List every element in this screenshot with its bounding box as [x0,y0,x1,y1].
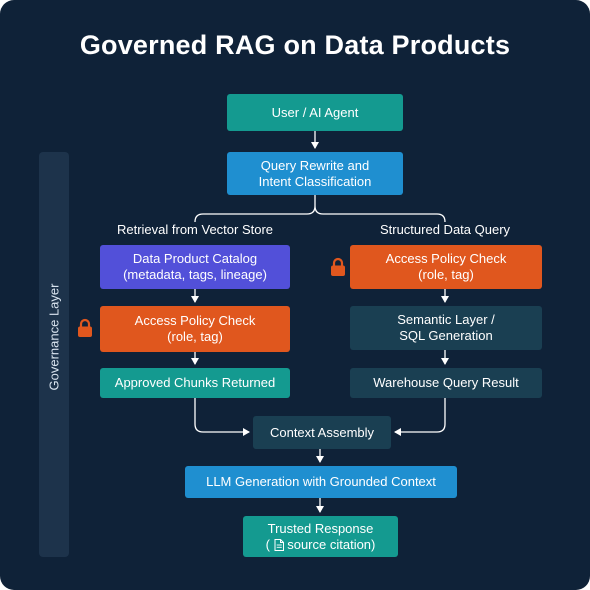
node-access-policy-left: Access Policy Check (role, tag) [100,306,290,352]
node-semantic-layer: Semantic Layer / SQL Generation [350,306,542,350]
document-icon [274,538,284,551]
arrow-warehouse-to-context [394,398,446,436]
node-llm-generation: LLM Generation with Grounded Context [185,466,457,498]
node-context-assembly: Context Assembly [253,416,391,449]
citation-text: source citation) [287,536,376,552]
lock-icon [78,318,92,337]
node-approved-chunks: Approved Chunks Returned [100,368,290,398]
arrow-approved-to-context [194,398,250,436]
diagram-title: Governed RAG on Data Products [79,30,511,60]
node-data-product-catalog: Data Product Catalog (metadata, tags, li… [100,245,290,289]
governance-layer-bar [39,152,69,557]
node-trusted-response: Trusted Response ( source citation) [243,516,398,557]
lock-icon [331,257,345,276]
node-access-policy-right: Access Policy Check (role, tag) [350,245,542,289]
node-query-rewrite: Query Rewrite and Intent Classification [227,152,403,195]
branch-line [194,195,446,223]
trusted-response-citation: ( source citation) [266,537,376,553]
header-structured-query: Structured Data Query [379,222,511,237]
node-user-agent: User / AI Agent [227,94,403,131]
header-vector-retrieval: Retrieval from Vector Store [116,222,274,237]
trusted-response-title: Trusted Response [267,520,374,536]
node-warehouse-result: Warehouse Query Result [350,368,542,398]
citation-open-paren: ( [265,536,270,552]
